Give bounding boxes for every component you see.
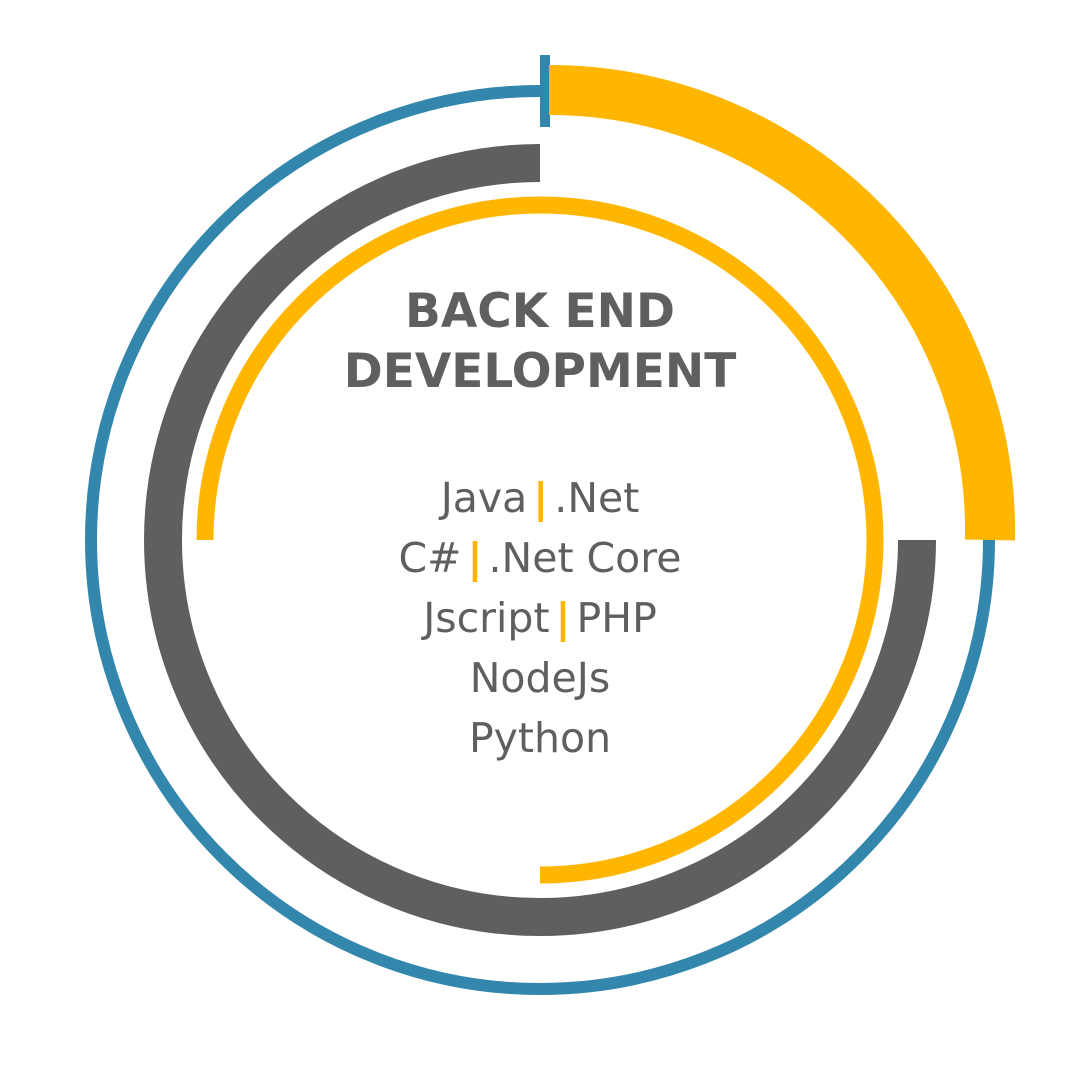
tech-item: C# xyxy=(398,534,462,582)
gray-three-quarter-arc xyxy=(144,144,936,936)
title-line-2: DEVELOPMENT xyxy=(343,344,737,399)
title-line-1: BACK END xyxy=(405,284,675,339)
technology-list: Java|.Net C#|.Net Core Jscript|PHP NodeJ… xyxy=(240,468,840,768)
yellow-quarter-arc xyxy=(548,65,1016,541)
tech-line: Jscript|PHP xyxy=(240,588,840,648)
tech-separator: | xyxy=(555,594,571,642)
tech-line: Java|.Net xyxy=(240,468,840,528)
tech-item: .Net xyxy=(554,474,640,522)
tech-line: Python xyxy=(240,708,840,768)
tech-line: C#|.Net Core xyxy=(240,528,840,588)
tech-item: PHP xyxy=(576,594,657,642)
inner-yellow-arc xyxy=(196,196,884,884)
tech-separator: | xyxy=(533,474,549,522)
tech-item: Java xyxy=(440,474,528,522)
tech-item: NodeJs xyxy=(469,654,611,702)
center-content: BACK END DEVELOPMENT Java|.Net C#|.Net C… xyxy=(240,282,840,768)
tech-line: NodeJs xyxy=(240,648,840,708)
tech-item: Jscript xyxy=(423,594,550,642)
section-title: BACK END DEVELOPMENT xyxy=(240,282,840,402)
tech-separator: | xyxy=(467,534,483,582)
tech-item: .Net Core xyxy=(488,534,682,582)
tech-item: Python xyxy=(468,714,612,762)
